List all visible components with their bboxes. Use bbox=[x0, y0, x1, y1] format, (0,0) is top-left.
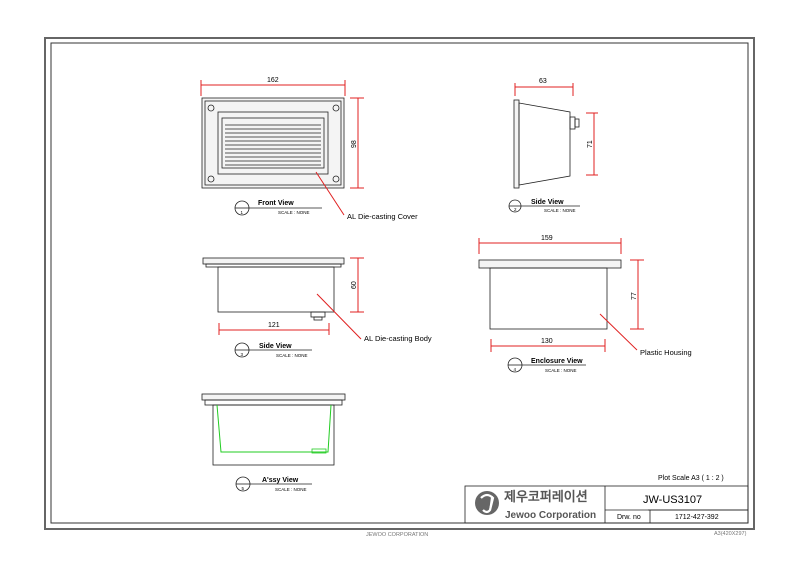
inner-border bbox=[50, 42, 749, 524]
outer-border bbox=[44, 37, 755, 530]
enclosure-view: 159 77 130 Plastic Housing 4 Enclosure V… bbox=[478, 235, 692, 373]
enclosure-callout: Plastic Housing bbox=[640, 348, 692, 357]
title-block: Plot Scale A3 ( 1 : 2 ) 제우코퍼레이션 Jewoo Co… bbox=[464, 475, 749, 524]
side-view-title: Side View bbox=[259, 343, 292, 350]
company-name-kr: 제우코퍼레이션 bbox=[504, 489, 588, 504]
enclosure-bottom-dim: 130 bbox=[541, 338, 553, 345]
side-height-dim: 60 bbox=[351, 281, 358, 289]
assy-view-number: 5 bbox=[242, 486, 245, 491]
side-view-top: 63 71 2 Side View SCALE : NONE bbox=[508, 78, 598, 213]
side-top-view-number: 2 bbox=[514, 207, 517, 212]
model-number: JW-US3107 bbox=[643, 494, 702, 506]
front-view-scale: SCALE : NONE bbox=[278, 210, 310, 215]
front-callout: AL Die-casting Cover bbox=[347, 212, 418, 221]
front-width-dim: 162 bbox=[267, 77, 279, 84]
drawing-number: 1712-427-392 bbox=[675, 514, 719, 521]
footer-company: JEWOO CORPORATION bbox=[366, 532, 428, 538]
enclosure-view-scale: SCALE : NONE bbox=[545, 368, 577, 373]
assy-view-scale: SCALE : NONE bbox=[275, 487, 307, 492]
screw-hole-icon bbox=[207, 104, 340, 183]
side-top-width-dim: 63 bbox=[539, 78, 547, 85]
side-top-view-scale: SCALE : NONE bbox=[544, 208, 576, 213]
side-top-height-dim: 71 bbox=[587, 140, 594, 148]
assy-view: 5 A'ssy View SCALE : NONE bbox=[201, 393, 346, 492]
enclosure-height-dim: 77 bbox=[631, 292, 638, 300]
drawing-number-label: Drw. no bbox=[617, 514, 641, 521]
enclosure-view-number: 4 bbox=[514, 367, 517, 372]
enclosure-top-dim: 159 bbox=[541, 235, 553, 242]
side-width-dim: 121 bbox=[268, 322, 280, 329]
company-name-en: Jewoo Corporation bbox=[505, 510, 596, 521]
front-view-number: 1 bbox=[241, 210, 244, 215]
assy-view-title: A'ssy View bbox=[262, 477, 299, 484]
side-view-number: 3 bbox=[241, 352, 244, 357]
front-view-title: Front View bbox=[258, 200, 294, 207]
footer-paper-size: A3(420X297) bbox=[714, 531, 747, 537]
side-view-scale: SCALE : NONE bbox=[276, 353, 308, 358]
plot-scale: Plot Scale A3 ( 1 : 2 ) bbox=[658, 475, 724, 482]
front-view: 162 98 AL Die-casting Cover 1 Front View… bbox=[200, 77, 418, 221]
company-logo-icon bbox=[475, 491, 499, 515]
side-top-view-title: Side View bbox=[531, 199, 564, 206]
side-callout: AL Die-casting Body bbox=[364, 334, 432, 343]
enclosure-view-title: Enclosure View bbox=[531, 358, 583, 365]
front-height-dim: 98 bbox=[351, 140, 358, 148]
side-view: 60 121 AL Die-casting Body 3 Side View S… bbox=[202, 257, 432, 358]
